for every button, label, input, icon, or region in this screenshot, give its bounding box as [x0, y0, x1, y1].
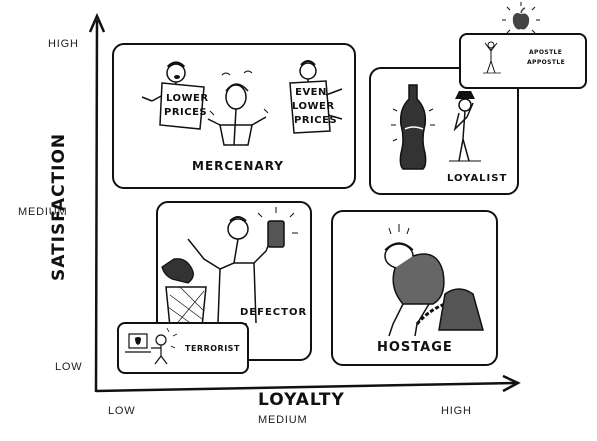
y-axis-arrowhead: [88, 12, 106, 33]
terrorist-illustration: [125, 327, 178, 365]
panel-title-appostle: APPOSTLE: [527, 59, 566, 66]
panel-title-defector: DEFECTOR: [240, 307, 308, 318]
y-tick-medium: MEDIUM: [18, 206, 68, 218]
sign-right-board: [289, 80, 331, 134]
panel-mercenary: LOWER PRICES EVEN LOWER PRICES MERCENARY: [112, 43, 356, 189]
loyalist-illustration: [391, 84, 481, 170]
x-axis-line: [95, 381, 516, 393]
y-axis-line: [94, 19, 99, 393]
y-axis-title: SATISFACTION: [49, 132, 69, 281]
panel-terrorist: TERRORIST: [117, 322, 249, 374]
apostle-illustration: [483, 41, 501, 74]
panel-apostle: APOSTLE APPOSTLE: [459, 33, 587, 89]
sign-right-line2: LOWER: [292, 101, 335, 112]
mercenary-illustration: [141, 60, 343, 146]
defector-illustration: [161, 207, 298, 354]
panel-title-apostle: APOSTLE: [529, 49, 563, 56]
x-tick-low: LOW: [108, 405, 136, 417]
x-tick-medium: MEDIUM: [258, 414, 308, 426]
bottle-falling-icon: [161, 258, 194, 284]
panel-title-terrorist: TERRORIST: [185, 344, 240, 353]
sign-right-line1: EVEN: [295, 87, 327, 98]
can-icon: [267, 220, 285, 248]
laptop-icon: [128, 333, 148, 349]
hostage-illustration: [384, 224, 484, 337]
apple-logo-icon: [502, 2, 540, 34]
panel-title-loyalist: LOYALIST: [447, 173, 508, 184]
sign-left-board: [159, 82, 205, 130]
panel-loyalist: LOYALIST: [369, 67, 519, 195]
sign-left-line2: PRICES: [164, 107, 208, 118]
y-tick-low: LOW: [55, 361, 83, 373]
weight-icon: [438, 288, 484, 331]
x-axis-title: LOYALTY: [258, 390, 345, 410]
x-tick-high: HIGH: [441, 405, 472, 417]
panel-hostage: HOSTAGE: [331, 210, 498, 366]
panel-title-hostage: HOSTAGE: [377, 340, 453, 355]
sign-right-line3: PRICES: [294, 115, 338, 126]
panel-title-mercenary: MERCENARY: [192, 159, 284, 173]
sign-left-line1: LOWER: [166, 93, 209, 104]
x-axis-arrowhead: [502, 374, 521, 393]
y-tick-high: HIGH: [48, 38, 79, 50]
